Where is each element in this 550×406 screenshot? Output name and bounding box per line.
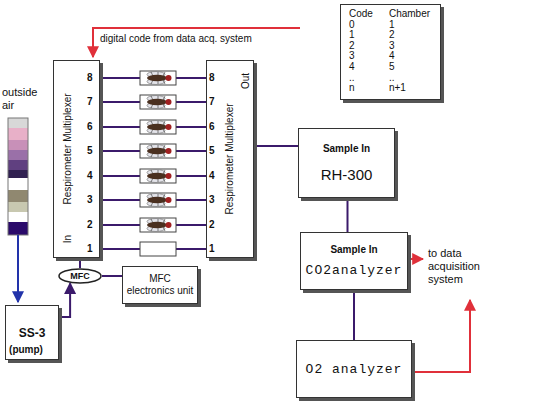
- port-number: 1: [87, 242, 93, 256]
- table-cell: 0: [349, 20, 373, 31]
- chamber: [140, 193, 176, 207]
- node-text: Respirometer Multiplexer: [224, 103, 235, 214]
- column-band: [8, 178, 28, 190]
- column-band: [8, 128, 28, 140]
- chamber: [140, 144, 176, 158]
- column-band: [8, 212, 28, 222]
- column-band: [8, 118, 28, 128]
- port-number: 6: [87, 120, 93, 134]
- tube-connector: [254, 145, 298, 147]
- table-cell: ..: [389, 73, 430, 84]
- chamber: [140, 71, 176, 85]
- signal-label: digital code from data acq. system: [100, 33, 252, 44]
- table-cell: Chamber: [389, 9, 430, 20]
- chamber: [140, 242, 176, 256]
- code-table: CodeChamber0112233445....nn+1: [340, 4, 441, 100]
- port-number: 3: [209, 193, 215, 207]
- scrubber-column: [8, 118, 28, 235]
- mfc-ellipse: MFC: [58, 268, 102, 284]
- node-text: SS-3: [19, 326, 46, 340]
- humidity-meter-box: Sample In RH-300: [298, 128, 395, 198]
- port-number: 5: [209, 144, 215, 158]
- port-number: 1: [209, 242, 215, 256]
- column-band: [8, 160, 28, 170]
- column-band: [8, 222, 28, 235]
- port-number: 2: [209, 218, 215, 232]
- table-cell: n+1: [389, 83, 430, 94]
- port-number: 8: [209, 71, 215, 85]
- chamber-tubes: [100, 78, 206, 249]
- column-band: [8, 190, 28, 202]
- fly-icon: [147, 219, 172, 232]
- tube-connector: [59, 283, 70, 317]
- column-band: [8, 170, 28, 178]
- port-number: 4: [87, 169, 93, 183]
- column-outline: [8, 118, 28, 235]
- table-cell: 3: [389, 41, 430, 52]
- table-cell: 3: [349, 51, 373, 62]
- data-arrow: [412, 300, 470, 372]
- node-text: O2 analyzer: [306, 362, 403, 377]
- chambers: [140, 71, 176, 256]
- o2-analyzer-box: O2 analyzer: [296, 340, 412, 398]
- chamber: [140, 218, 176, 232]
- table-cell: 1: [349, 30, 373, 41]
- port-number: 3: [87, 193, 93, 207]
- port-number: 8: [87, 71, 93, 85]
- node-text: Sample In: [323, 143, 370, 154]
- table-cell: 4: [389, 51, 430, 62]
- node-text: MFC: [70, 271, 90, 281]
- table-cell: 1: [389, 20, 430, 31]
- tube-connector: [102, 275, 122, 277]
- node-text: In: [62, 235, 73, 243]
- fly-icon: [147, 96, 172, 109]
- column-band: [8, 202, 28, 212]
- node-text: MFC electronics unit: [123, 273, 197, 297]
- port-number: 7: [87, 95, 93, 109]
- fly-icon: [147, 170, 172, 183]
- tube-connector: [347, 198, 349, 232]
- multiplexer-box: Respirometer MultiplexerIn: [53, 60, 100, 258]
- table-cell: ..: [349, 73, 373, 84]
- fly-icon: [147, 194, 172, 207]
- tube-connector: [353, 290, 355, 340]
- fly-icon: [147, 121, 172, 134]
- chamber: [140, 169, 176, 183]
- air-line: [17, 235, 19, 302]
- table-cell: 2: [349, 41, 373, 52]
- table-cell: 4: [349, 62, 373, 73]
- port-number: 6: [209, 120, 215, 134]
- data-arrow: [408, 258, 423, 260]
- port-number: 2: [87, 218, 93, 232]
- tube-connector: [79, 258, 81, 268]
- fly-icon: [147, 145, 172, 158]
- table-cell: 2: [389, 30, 430, 41]
- node-text: Respirometer Multiplexer: [62, 94, 73, 205]
- electronics-box: MFC electronics unit: [122, 266, 198, 304]
- chamber: [140, 120, 176, 134]
- co2-analyzer-box: Sample In CO2analyzer: [300, 232, 408, 290]
- ellipse-shape: [59, 269, 101, 283]
- table-cell: n: [349, 83, 373, 94]
- chamber: [140, 95, 176, 109]
- table-cell: Code: [349, 9, 373, 20]
- table-cell: 5: [389, 62, 430, 73]
- node-text: CO2analyzer: [306, 263, 403, 278]
- column-band: [8, 150, 28, 160]
- node-text: RH-300: [321, 166, 373, 183]
- inlet-label: outside air: [2, 86, 46, 112]
- node-text: (pump): [0, 344, 52, 355]
- node-text: Sample In: [330, 244, 377, 255]
- pump-box: SS-3(pump): [5, 305, 59, 360]
- node-text: Out: [240, 73, 251, 89]
- output-label: to data acquisition system: [428, 247, 498, 286]
- port-number: 5: [87, 144, 93, 158]
- control-arrow: [93, 28, 300, 57]
- port-number: 4: [209, 169, 215, 183]
- fly-icon: [147, 72, 172, 85]
- port-number: 7: [209, 95, 215, 109]
- column-band: [8, 140, 28, 150]
